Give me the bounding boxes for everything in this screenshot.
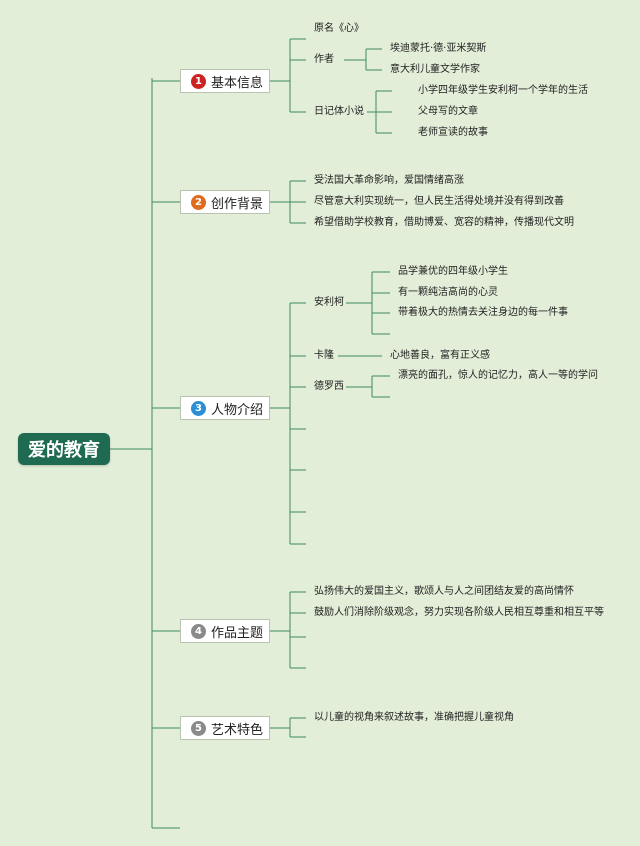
background-item-node[interactable]: 尽管意大利实现统一，但人民生活得处境并没有得到改善 — [314, 196, 564, 207]
enrico-trait-node[interactable]: 有一颗纯洁高尚的心灵 — [398, 287, 498, 298]
character-garrone-node[interactable]: 卡隆 — [314, 350, 334, 361]
character-enrico-node[interactable]: 安利柯 — [314, 297, 344, 308]
derossi-trait-node[interactable]: 漂亮的面孔，惊人的记忆力，高人一等的学问 — [398, 370, 598, 381]
number-badge-4: 4 — [191, 623, 206, 639]
art-feature-item-node[interactable]: 以儿童的视角来叙述故事，准确把握儿童视角 — [314, 712, 514, 723]
garrone-trait-node[interactable]: 心地善良，富有正义感 — [390, 350, 490, 361]
number-badge-5: 5 — [191, 720, 206, 736]
topic-characters[interactable]: 3 人物介绍 — [180, 396, 270, 420]
number-badge-1: 1 — [191, 73, 206, 89]
author-name-node[interactable]: 埃迪蒙托·德·亚米契斯 — [390, 43, 487, 54]
background-item-node[interactable]: 希望借助学校教育，借助博爱、宽容的精神，传播现代文明 — [314, 217, 574, 228]
original-title-node[interactable]: 原名《心》 — [314, 23, 364, 34]
topic-label: 人物介绍 — [211, 402, 264, 418]
background-item-node[interactable]: 受法国大革命影响，爱国情绪高涨 — [314, 175, 464, 186]
theme-item-node[interactable]: 弘扬伟大的爱国主义，歌颂人与人之间团结友爱的高尚情怀 — [314, 586, 574, 597]
diary-item-node[interactable]: 小学四年级学生安利柯一个学年的生活 — [418, 85, 588, 96]
enrico-trait-node[interactable]: 品学兼优的四年级小学生 — [398, 266, 508, 277]
number-badge-2: 2 — [191, 194, 206, 210]
topic-label: 基本信息 — [211, 75, 264, 91]
diary-item-node[interactable]: 老师宣读的故事 — [418, 127, 488, 138]
topic-label: 艺术特色 — [211, 722, 264, 738]
diary-novel-node[interactable]: 日记体小说 — [314, 106, 364, 117]
character-derossi-node[interactable]: 德罗西 — [314, 381, 344, 392]
enrico-trait-node[interactable]: 带着极大的热情去关注身边的每一件事 — [398, 307, 568, 318]
author-desc-node[interactable]: 意大利儿童文学作家 — [390, 64, 480, 75]
topic-art-features[interactable]: 5 艺术特色 — [180, 716, 270, 740]
topic-background[interactable]: 2 创作背景 — [180, 190, 270, 214]
topic-theme[interactable]: 4 作品主题 — [180, 619, 270, 643]
topic-label: 创作背景 — [211, 196, 264, 212]
number-badge-3: 3 — [191, 400, 206, 416]
author-node[interactable]: 作者 — [314, 54, 334, 65]
topic-basic-info[interactable]: 1 基本信息 — [180, 69, 270, 93]
root-node[interactable]: 爱的教育 — [18, 433, 110, 465]
topic-label: 作品主题 — [211, 625, 264, 641]
theme-item-node[interactable]: 鼓励人们消除阶级观念，努力实现各阶级人民相互尊重和相互平等 — [314, 607, 604, 618]
diary-item-node[interactable]: 父母写的文章 — [418, 106, 478, 117]
